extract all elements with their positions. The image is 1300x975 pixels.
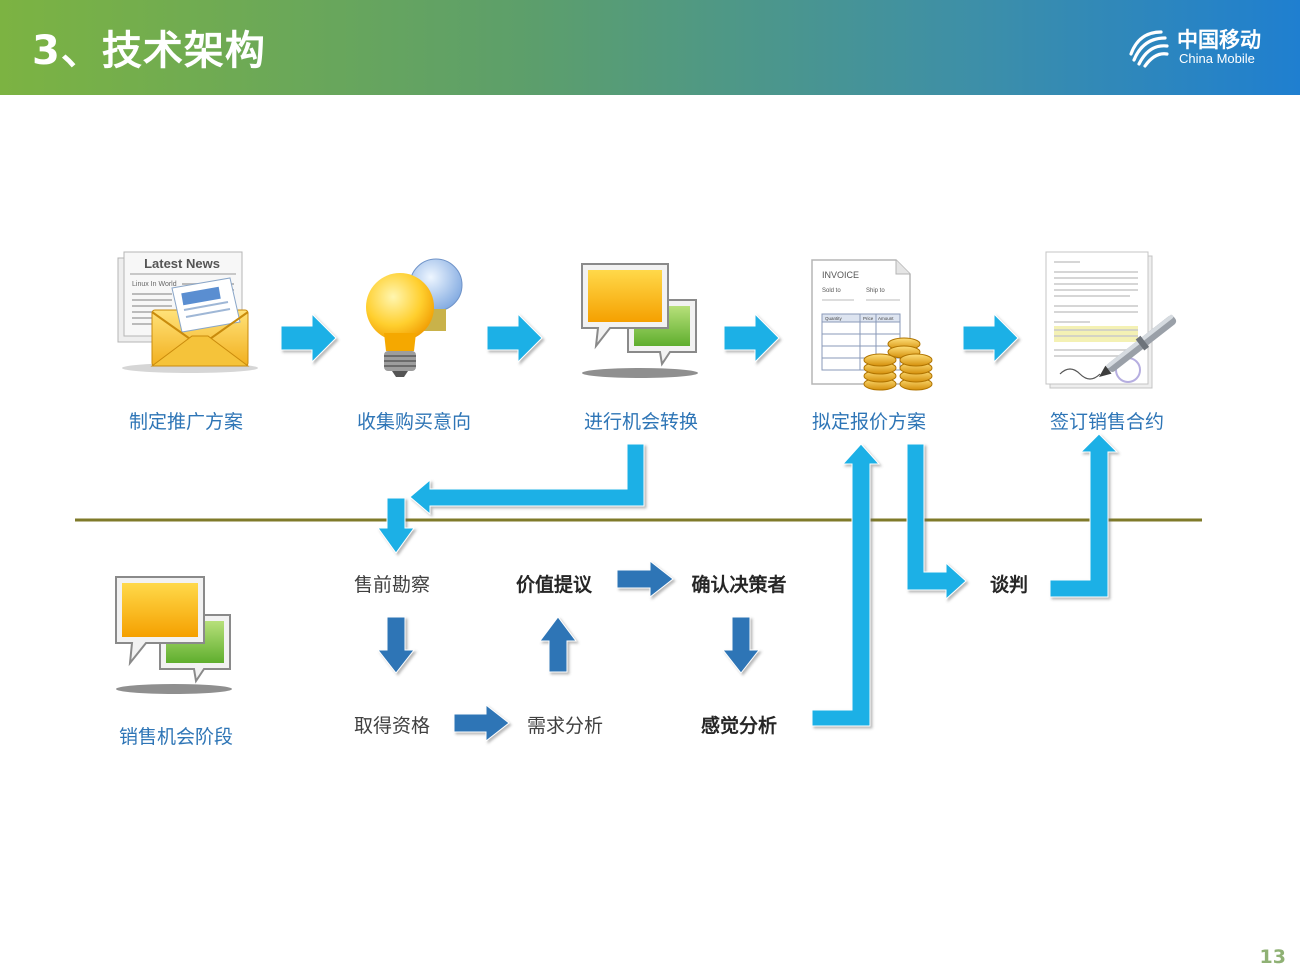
invoice-ship-to: Ship to xyxy=(866,288,885,294)
substep-perception-analysis: 感觉分析 xyxy=(700,715,778,737)
substep-presale-survey: 售前勘察 xyxy=(353,574,431,596)
substep-obtain-qualification: 取得资格 xyxy=(353,715,431,737)
newspaper-mail-icon: Latest News Linux In World xyxy=(117,251,258,373)
connector-quote-to-negotiation xyxy=(906,443,967,601)
newspaper-subtitle: Linux In World xyxy=(132,281,177,288)
invoice-amount: Amount xyxy=(878,316,894,321)
page-number: 13 xyxy=(1259,946,1286,968)
invoice-price: Price xyxy=(863,316,874,321)
invoice-quantity: Quantity xyxy=(825,316,843,321)
china-mobile-logo-icon xyxy=(1129,30,1169,68)
arrow-up xyxy=(539,616,577,673)
arrow-down xyxy=(721,616,761,674)
step-label-purchase-intent: 收集购买意向 xyxy=(356,411,472,433)
header-bar: 3、技术架构 中国移动 China Mobile xyxy=(0,0,1300,95)
substep-negotiation: 谈判 xyxy=(989,574,1029,596)
invoice-sold-to: Sold to xyxy=(822,288,841,294)
invoice-coins-icon: INVOICE Sold to Ship to Quantity Price A… xyxy=(811,259,933,391)
step-label-quote: 拟定报价方案 xyxy=(811,411,927,433)
arrow-right xyxy=(616,559,674,599)
arrow-down xyxy=(377,497,415,554)
invoice-title: INVOICE xyxy=(822,270,859,280)
logo-text-cn: 中国移动 xyxy=(1177,28,1261,52)
china-mobile-logo: 中国移动 China Mobile xyxy=(1125,22,1275,74)
arrow-down xyxy=(376,616,416,674)
stage-label: 销售机会阶段 xyxy=(118,726,234,748)
arrow-right xyxy=(280,312,337,364)
chat-bubbles-icon xyxy=(581,263,698,378)
step-label-contract: 签订销售合约 xyxy=(1049,411,1165,433)
substep-requirement-analysis: 需求分析 xyxy=(526,715,604,737)
newspaper-headline: Latest News xyxy=(144,256,220,271)
arrow-right xyxy=(723,312,780,364)
logo-text-en: China Mobile xyxy=(1179,51,1255,66)
arrow-right xyxy=(453,703,510,743)
arrow-right xyxy=(962,312,1019,364)
chat-bubbles-icon xyxy=(115,576,232,694)
arrow-right xyxy=(486,312,543,364)
connector-perception-to-quote xyxy=(811,443,881,727)
page-title: 3、技术架构 xyxy=(32,28,266,74)
substep-confirm-decision-maker: 确认决策者 xyxy=(691,574,787,596)
step-label-promotion: 制定推广方案 xyxy=(128,411,244,433)
step-label-opportunity: 进行机会转换 xyxy=(583,411,699,433)
lightbulb-icon xyxy=(366,258,463,377)
contract-pen-icon xyxy=(1045,251,1177,389)
substep-value-proposal: 价值提议 xyxy=(515,574,593,596)
connector-negotiation-to-contract xyxy=(1049,433,1119,598)
connector-opportunity-to-stage xyxy=(409,443,645,516)
